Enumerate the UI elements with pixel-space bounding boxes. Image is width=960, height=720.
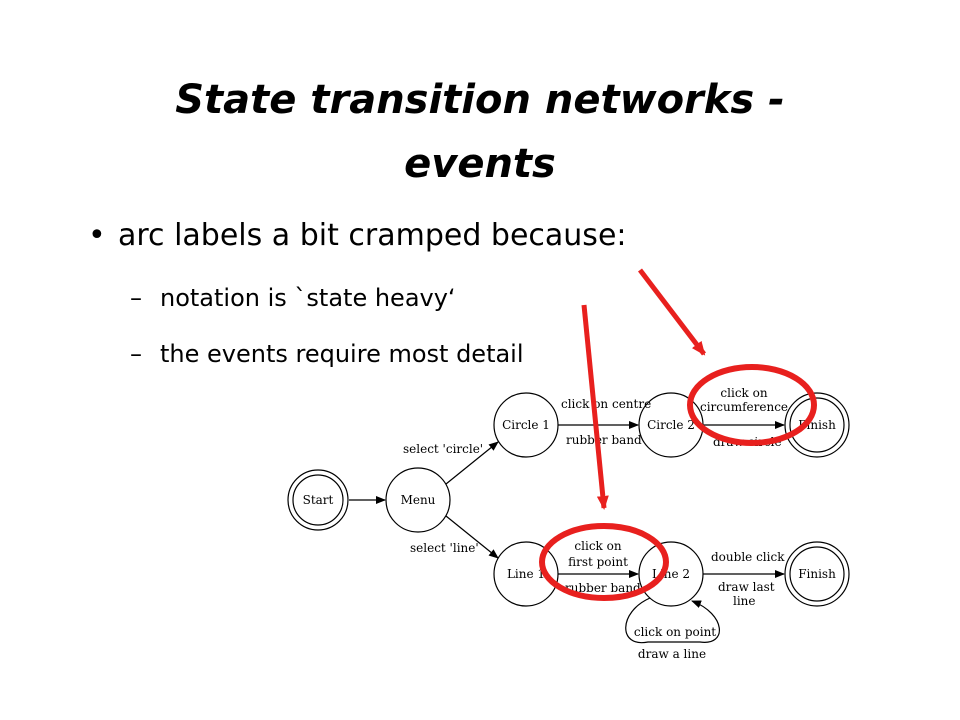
arc-menu-circle1 <box>445 441 499 485</box>
label-double-click: double click <box>711 550 785 564</box>
state-circle-1: Circle 1 <box>493 392 559 458</box>
main-bullet: • arc labels a bit cramped because: <box>88 218 627 253</box>
highlight-first-point <box>539 523 669 601</box>
main-bullet-text: arc labels a bit cramped because: <box>118 218 627 253</box>
sub-bullet-1-text: notation is `state heavy‘ <box>160 284 456 312</box>
arc-line2-self-loop <box>625 597 720 644</box>
arc-menu-line1 <box>445 515 499 559</box>
title-line-2: events <box>404 141 556 187</box>
label-rubber-band-bottom: rubber band <box>565 581 641 595</box>
state-start-label: Start <box>303 493 334 507</box>
slide-title: State transition networks - events <box>80 68 880 196</box>
label-click-on-circ-2: circumference <box>700 400 788 414</box>
state-line-2: Line 2 <box>638 541 704 607</box>
red-arrow-top <box>638 268 706 356</box>
bullet-dot: • <box>88 218 106 253</box>
state-line-1-label: Line 1 <box>507 567 545 581</box>
title-line-1: State transition networks - <box>175 77 785 123</box>
label-click-on-point: click on point <box>634 625 716 639</box>
label-first-point-2: first point <box>568 555 628 569</box>
dash-mark: – <box>130 340 142 368</box>
state-finish-bottom-label: Finish <box>798 567 836 581</box>
state-menu-label: Menu <box>401 493 436 507</box>
label-draw-last-2: line <box>733 594 756 608</box>
label-select-line: select 'line' <box>410 541 479 555</box>
dash-mark: – <box>130 284 142 312</box>
sub-bullet-2-text: the events require most detail <box>160 340 524 368</box>
state-finish-bottom: Finish <box>784 541 850 607</box>
label-draw-a-line: draw a line <box>638 647 706 661</box>
state-finish-top: Finish <box>784 392 850 458</box>
label-click-on-circ-1: click on <box>720 386 767 400</box>
state-start: Start <box>287 469 349 531</box>
sub-bullet-1: –notation is `state heavy‘ <box>130 284 456 312</box>
highlight-circumference <box>687 364 817 446</box>
state-circle-1-label: Circle 1 <box>502 418 550 432</box>
label-select-circle: select 'circle' <box>403 442 483 456</box>
label-click-on-centre: click on centre <box>561 397 651 411</box>
label-rubber-band-top: rubber band <box>566 433 642 447</box>
label-first-point-1: click on <box>574 539 621 553</box>
state-circle-2-label: Circle 2 <box>647 418 695 432</box>
state-menu: Menu <box>385 467 451 533</box>
sub-bullet-2: –the events require most detail <box>130 340 524 368</box>
red-arrow-bottom <box>581 304 609 510</box>
label-draw-last-1: draw last <box>718 580 775 594</box>
